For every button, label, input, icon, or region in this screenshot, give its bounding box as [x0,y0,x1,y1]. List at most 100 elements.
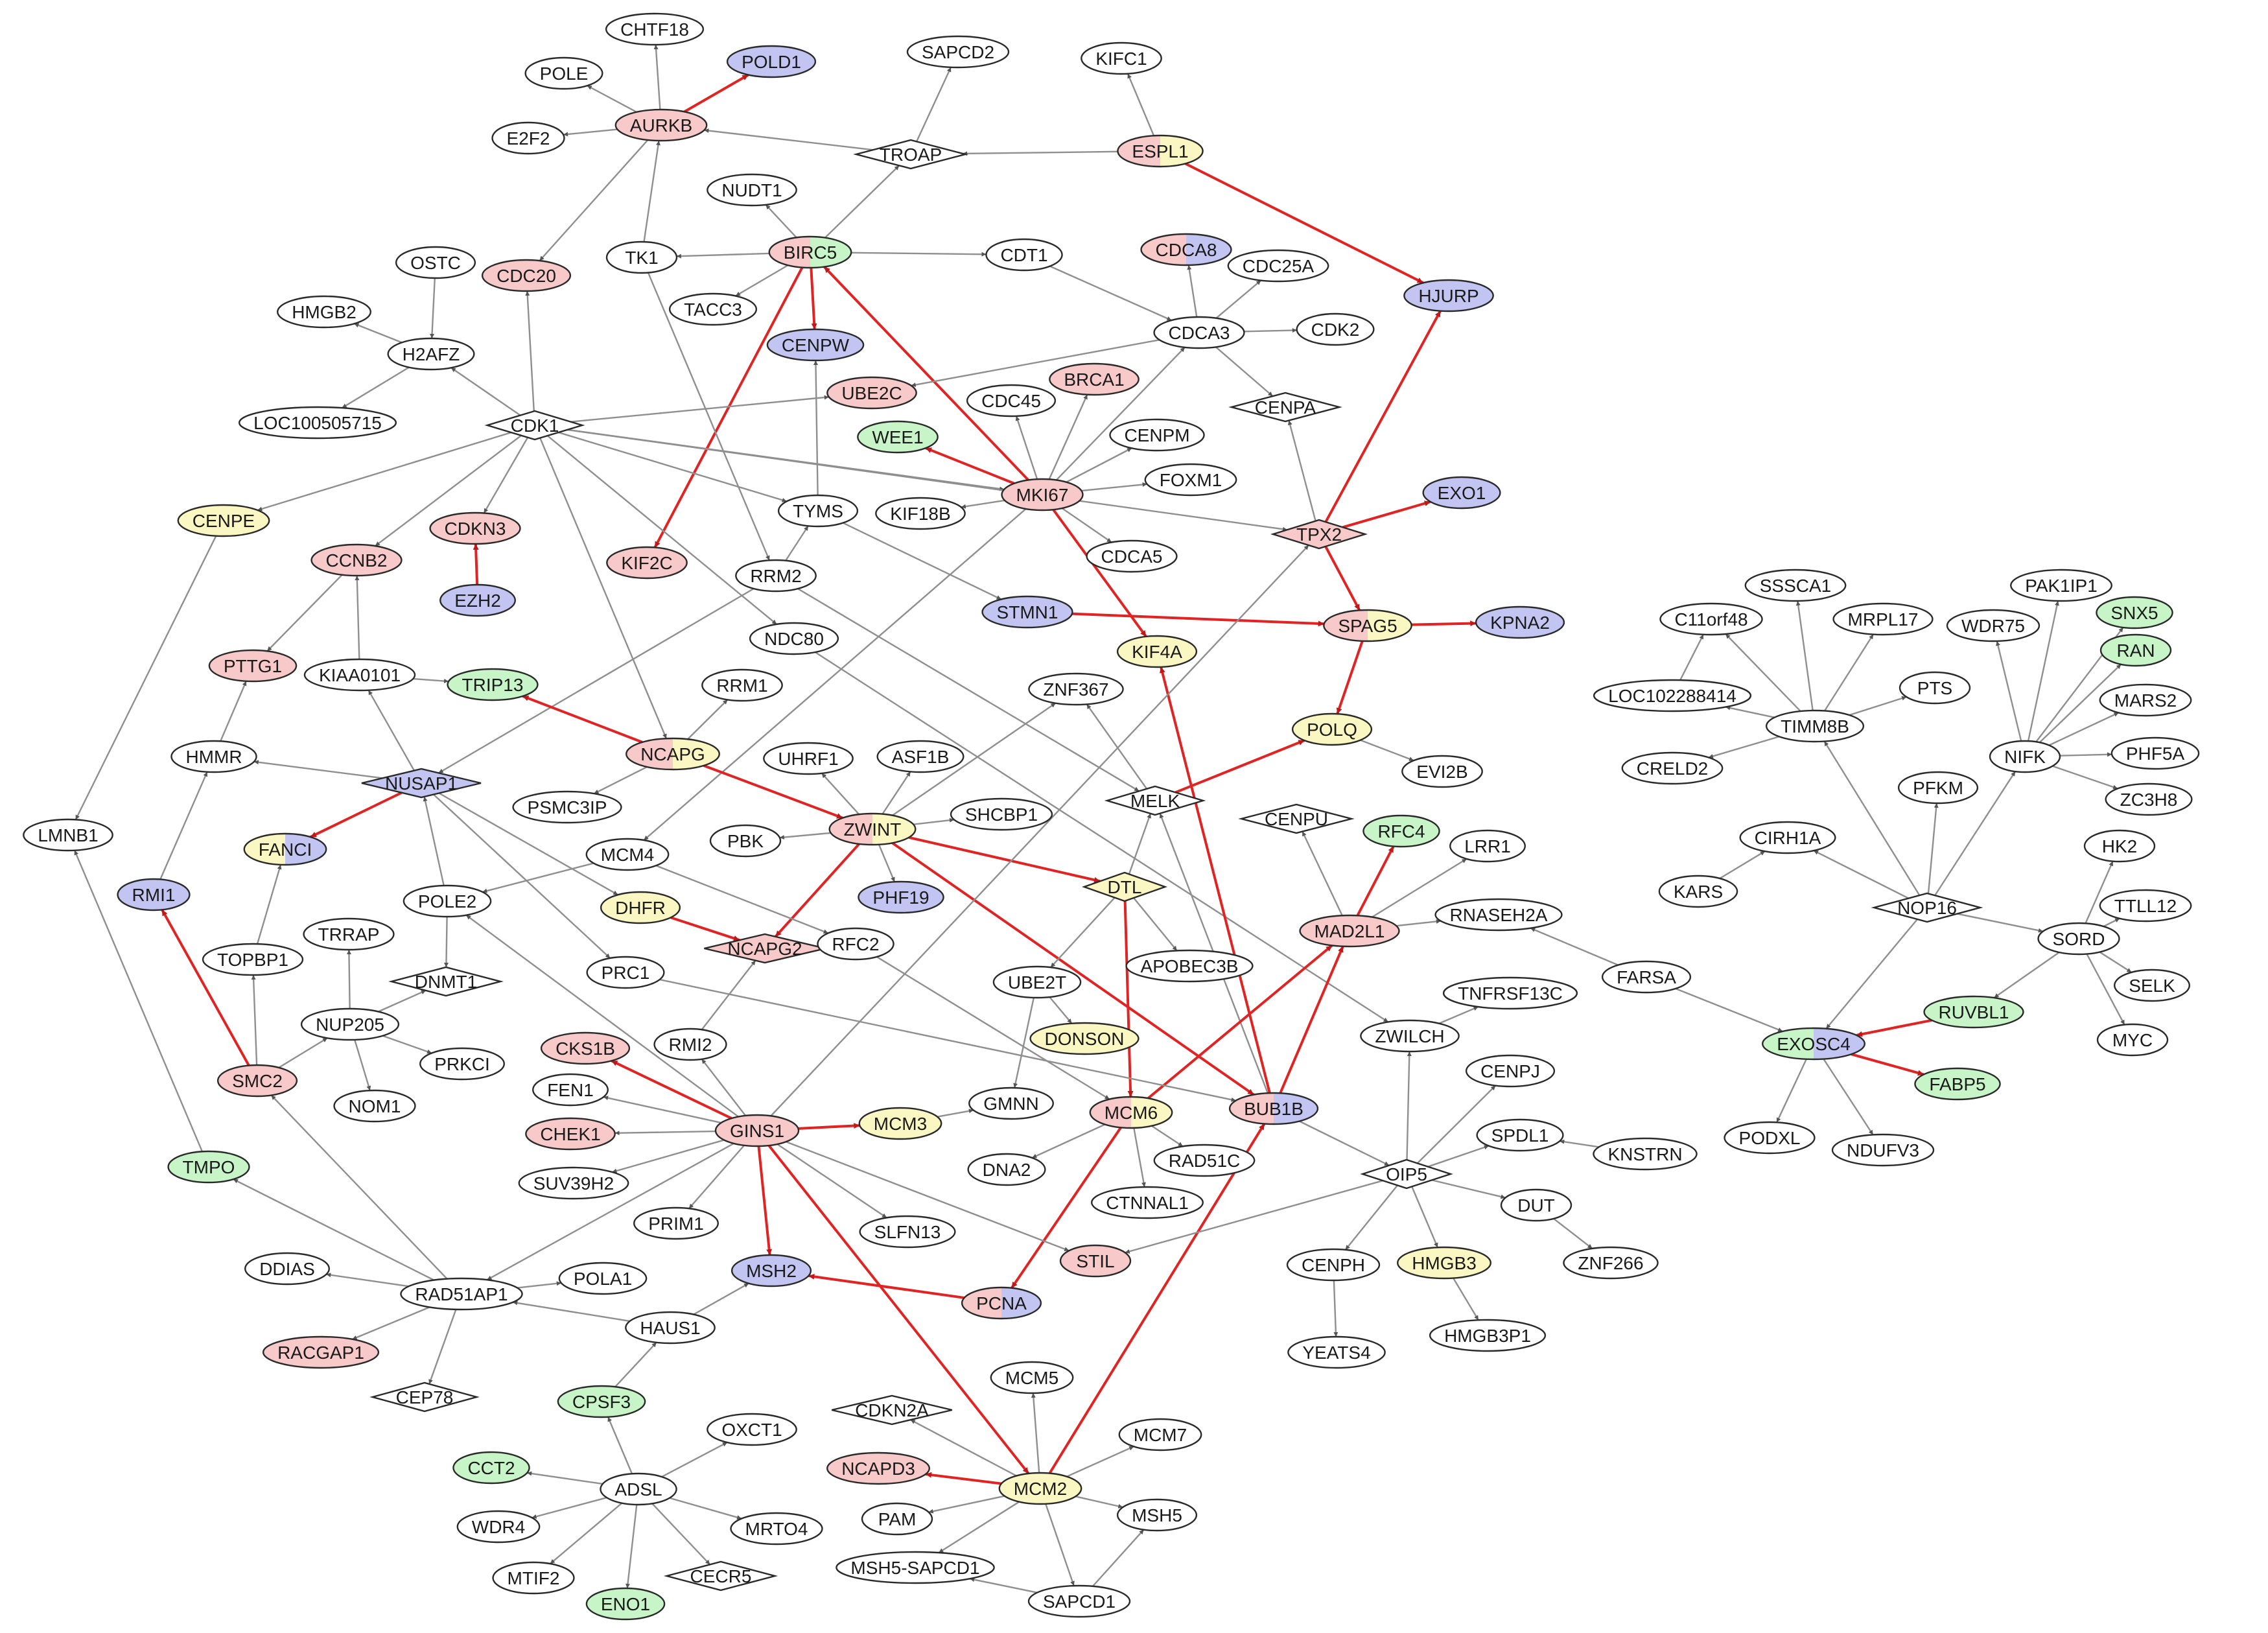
node-mad2l1[interactable]: MAD2L1 [1299,914,1400,948]
node-pak1ip1[interactable]: PAK1IP1 [2010,569,2112,602]
node-shape-tyms[interactable] [777,494,859,528]
node-pole[interactable]: POLE [524,56,603,90]
node-shape-smc2[interactable] [216,1064,298,1098]
node-shape-kif2c[interactable] [606,546,688,580]
node-pam[interactable]: PAM [861,1502,933,1536]
node-shape-dnmt1[interactable] [388,966,504,997]
node-trip13[interactable]: TRIP13 [447,668,539,701]
node-shape-timm8b[interactable] [1765,709,1865,743]
node-stmn1[interactable]: STMN1 [981,595,1073,629]
node-suv39h2[interactable]: SUV39H2 [518,1166,629,1200]
node-shape-ctnnal1[interactable] [1091,1186,1204,1219]
node-shape-ndc80[interactable] [749,622,839,655]
node-shape-exosc4[interactable] [1761,1027,1866,1061]
node-shape-mcm7[interactable] [1118,1418,1202,1451]
node-shape-haus1[interactable] [625,1311,716,1345]
node-shape-shcbp1[interactable] [950,797,1053,831]
node-eno1[interactable]: ENO1 [585,1587,666,1621]
node-shape-stmn1[interactable] [981,595,1073,629]
node-shape-ostc[interactable] [395,246,476,279]
node-ncapd3[interactable]: NCAPD3 [826,1451,930,1485]
node-trrap[interactable]: TRRAP [303,917,395,951]
node-shape-birc5[interactable] [768,235,852,269]
node-prc1[interactable]: PRC1 [586,956,665,989]
node-shape-rrm1[interactable] [701,668,783,702]
node-shape-phf5a[interactable] [2110,736,2200,770]
node-gmnn[interactable]: GMNN [968,1087,1054,1120]
node-hmgb3[interactable]: HMGB3 [1397,1246,1491,1280]
node-znf266[interactable]: ZNF266 [1563,1246,1659,1280]
node-shape-rad51c[interactable] [1153,1144,1256,1177]
node-shape-e2f2[interactable] [491,121,565,155]
node-shape-ube2c[interactable] [826,376,917,410]
node-shape-fabp5[interactable] [1914,1067,2001,1101]
node-asf1b[interactable]: ASF1B [876,740,964,773]
node-cdc25a[interactable]: CDC25A [1227,249,1329,283]
node-loc100505715[interactable]: LOC100505715 [238,406,397,440]
node-topbp1[interactable]: TOPBP1 [202,943,304,976]
node-shape-rnaseh2a[interactable] [1434,898,1563,932]
node-shape-zc3h8[interactable] [2105,782,2193,816]
node-podxl[interactable]: PODXL [1724,1121,1816,1155]
node-pole2[interactable]: POLE2 [403,884,492,918]
node-shape-trip13[interactable] [447,668,539,701]
node-shape-ndufv3[interactable] [1831,1133,1935,1167]
node-pcna[interactable]: PCNA [961,1286,1042,1320]
node-shape-yeats4[interactable] [1287,1335,1386,1369]
node-ncapg[interactable]: NCAPG [625,737,720,771]
node-h2afz[interactable]: H2AFZ [387,337,475,371]
node-prkci[interactable]: PRKCI [419,1047,505,1081]
node-hmgb2[interactable]: HMGB2 [277,295,371,329]
node-rmi1[interactable]: RMI1 [117,878,191,911]
node-shape-mrto4[interactable] [730,1512,823,1545]
node-shape-racgap1[interactable] [262,1335,380,1369]
node-timm8b[interactable]: TIMM8B [1765,709,1865,743]
node-pbk[interactable]: PBK [709,824,782,858]
node-msh2[interactable]: MSH2 [731,1254,812,1287]
node-ndc80[interactable]: NDC80 [749,622,839,655]
node-shape-kars[interactable] [1658,875,1738,908]
node-shape-kif4a[interactable] [1116,635,1198,668]
node-chtf18[interactable]: CHTF18 [605,12,705,46]
node-cenpj[interactable]: CENPJ [1465,1054,1556,1088]
node-evi2b[interactable]: EVI2B [1401,755,1483,788]
node-shape-hjurp[interactable] [1403,279,1494,312]
node-shape-rad51ap1[interactable] [400,1277,523,1311]
node-ddias[interactable]: DDIAS [244,1252,330,1286]
node-slfn13[interactable]: SLFN13 [859,1215,956,1249]
node-shape-apobec3b[interactable] [1125,949,1254,983]
node-prim1[interactable]: PRIM1 [633,1206,719,1240]
node-shape-znf266[interactable] [1563,1246,1659,1280]
node-shape-aurkb[interactable] [614,108,708,142]
node-cdc45[interactable]: CDC45 [966,384,1057,417]
node-shape-msh2[interactable] [731,1254,812,1287]
node-cdca5[interactable]: CDCA5 [1086,539,1178,573]
node-shape-pcna[interactable] [961,1286,1042,1320]
node-tnfrsf13c[interactable]: TNFRSF13C [1442,976,1578,1010]
node-cdt1[interactable]: CDT1 [985,238,1063,272]
node-sssca1[interactable]: SSSCA1 [1744,569,1847,602]
node-shape-donson[interactable] [1029,1022,1140,1055]
node-shape-tpx2[interactable] [1270,519,1368,550]
node-shape-cdk2[interactable] [1296,312,1375,346]
node-shape-cenpw[interactable] [766,328,865,362]
node-shape-fanci[interactable] [243,832,327,866]
node-shape-kpna2[interactable] [1475,605,1565,639]
node-shape-loc100505715[interactable] [238,406,397,440]
node-shape-creld2[interactable] [1621,751,1724,785]
node-cdca8[interactable]: CDCA8 [1140,233,1232,266]
node-cenpw[interactable]: CENPW [766,328,865,362]
node-shape-stil[interactable] [1059,1244,1132,1278]
node-shape-farsa[interactable] [1601,960,1692,994]
node-shape-sapcd2[interactable] [906,35,1010,69]
node-rfc2[interactable]: RFC2 [817,927,894,961]
node-shape-loc102288414[interactable] [1593,679,1752,712]
node-kiaa0101[interactable]: KIAA0101 [303,658,416,692]
node-oip5[interactable]: OIP5 [1360,1158,1453,1190]
node-shape-nup205[interactable] [300,1007,400,1041]
node-cenpa[interactable]: CENPA [1228,392,1342,423]
node-shape-prc1[interactable] [586,956,665,989]
node-ezh2[interactable]: EZH2 [439,583,516,617]
node-shape-cdk1[interactable] [484,410,585,441]
node-cdk2[interactable]: CDK2 [1296,312,1375,346]
